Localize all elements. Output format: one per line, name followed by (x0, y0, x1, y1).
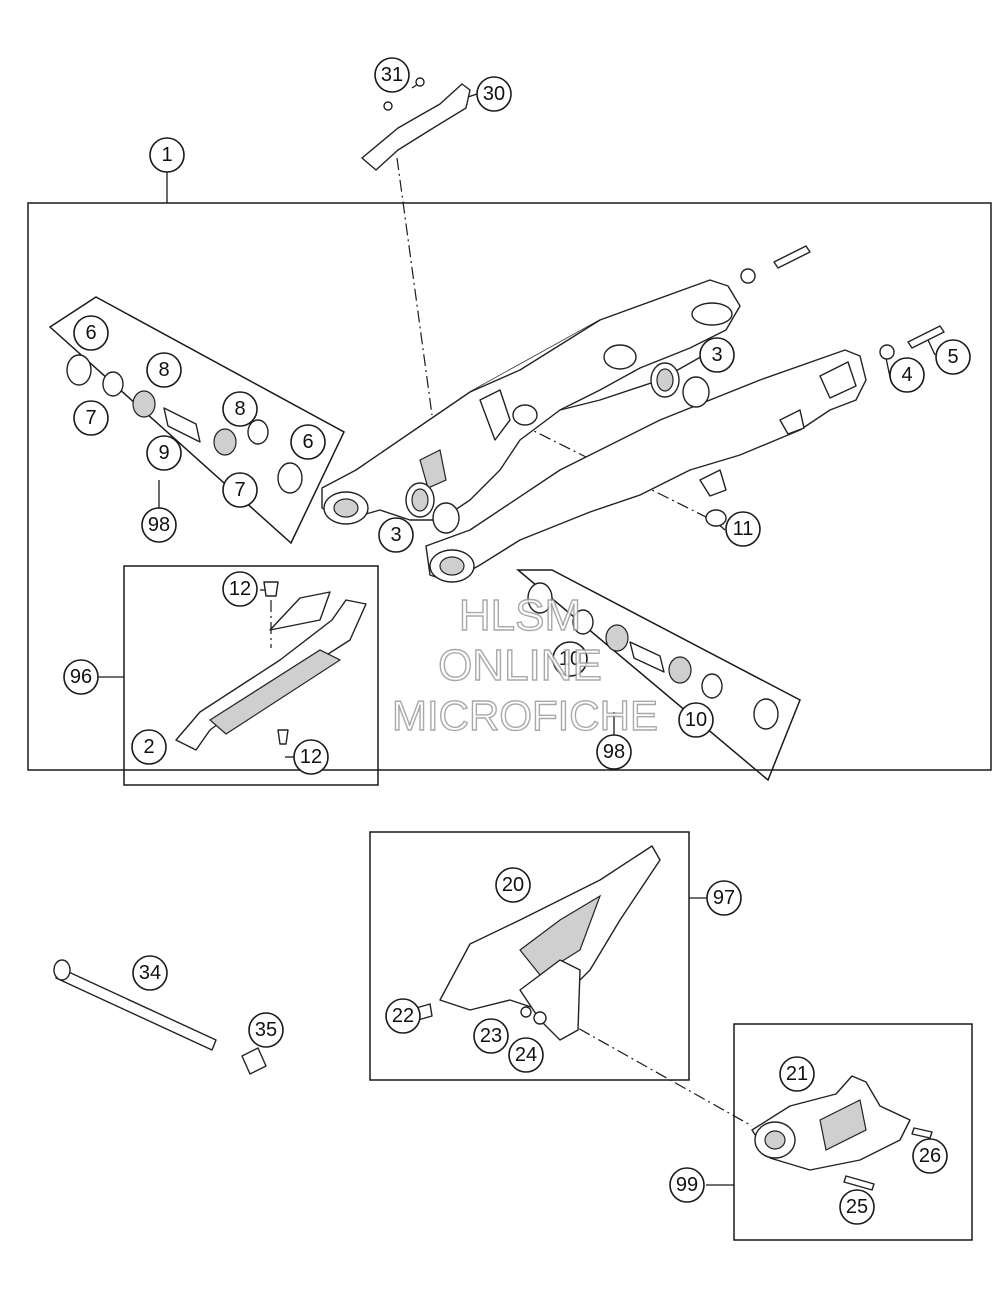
svg-text:34: 34 (139, 962, 161, 984)
svg-text:7: 7 (85, 407, 96, 429)
callout-96: 96 (63, 659, 99, 695)
svg-text:25: 25 (846, 1196, 868, 1218)
bearing-kit-right-parts (527, 582, 779, 730)
svg-text:ONLINE: ONLINE (438, 641, 602, 690)
svg-text:31: 31 (381, 64, 403, 86)
callout-2: 2 (131, 729, 167, 765)
svg-text:26: 26 (919, 1145, 941, 1167)
chain-guide-group-frame (733, 1023, 973, 1241)
callout-30: 30 (476, 76, 512, 112)
chain-guide-21 (751, 1075, 933, 1191)
svg-text:1: 1 (161, 144, 172, 166)
bearing-kit-left-parts (66, 354, 303, 494)
svg-text:96: 96 (70, 666, 92, 688)
svg-text:HLSM: HLSM (459, 591, 581, 640)
watermark: HLSM ONLINE MICROFICHE (391, 590, 658, 739)
chain-guard-20 (415, 845, 661, 1041)
callout-12-bottom: 12 (293, 739, 329, 775)
callout-5: 5 (935, 339, 971, 375)
svg-text:20: 20 (502, 874, 524, 896)
svg-text:24: 24 (515, 1044, 537, 1066)
chain-slider-group-frame (123, 565, 379, 786)
callout-35: 35 (248, 1012, 284, 1048)
svg-text:3: 3 (711, 344, 722, 366)
svg-text:99: 99 (676, 1174, 698, 1196)
callout-7-bottom: 7 (222, 472, 258, 508)
callout-98-right: 98 (596, 734, 632, 770)
callout-11: 11 (725, 511, 761, 547)
svg-text:9: 9 (158, 442, 169, 464)
assembly-axes (270, 157, 753, 1127)
svg-text:12: 12 (229, 578, 251, 600)
swingarm-group-frame (27, 202, 992, 771)
callout-99: 99 (669, 1167, 705, 1203)
callout-31: 31 (374, 57, 410, 93)
svg-text:3: 3 (390, 524, 401, 546)
callout-6-top: 6 (73, 315, 109, 351)
svg-text:12: 12 (300, 746, 322, 768)
callout-98-left: 98 (141, 507, 177, 543)
svg-text:8: 8 (234, 398, 245, 420)
callout-21: 21 (779, 1056, 815, 1092)
callout-8-top: 8 (146, 352, 182, 388)
callout-10-lower: 10 (678, 702, 714, 738)
chain-adjuster-bolts (740, 245, 945, 360)
callout-9: 9 (146, 435, 182, 471)
callout-12-top: 12 (222, 571, 258, 607)
callout-20: 20 (495, 867, 531, 903)
svg-text:2: 2 (143, 736, 154, 758)
callout-97: 97 (706, 880, 742, 916)
svg-text:98: 98 (148, 514, 170, 536)
bushing-11 (705, 509, 727, 527)
swingarm (321, 279, 867, 583)
svg-text:10: 10 (559, 648, 581, 670)
callout-3-lower: 3 (378, 517, 414, 553)
callout-23: 23 (473, 1018, 509, 1054)
svg-text:8: 8 (158, 359, 169, 381)
chain-guard-group-frame (369, 831, 690, 1081)
svg-text:35: 35 (255, 1019, 277, 1041)
callout-7-top: 7 (73, 400, 109, 436)
callout-26: 26 (912, 1138, 948, 1174)
bearing-kit-98-left-frame (48, 296, 345, 545)
svg-text:11: 11 (733, 518, 754, 540)
svg-text:6: 6 (85, 322, 96, 344)
callout-3-upper: 3 (699, 337, 735, 373)
svg-text:21: 21 (786, 1063, 808, 1085)
callout-25: 25 (839, 1189, 875, 1225)
callout-1: 1 (149, 137, 185, 173)
svg-text:22: 22 (392, 1005, 414, 1027)
svg-text:97: 97 (713, 887, 735, 909)
svg-text:7: 7 (234, 479, 245, 501)
chain-protection-30 (361, 77, 471, 171)
svg-text:23: 23 (480, 1025, 502, 1047)
svg-text:98: 98 (603, 741, 625, 763)
rear-axle-34 (53, 959, 267, 1075)
pivot-plugs (405, 362, 710, 534)
callout-10-upper: 10 (552, 641, 588, 677)
svg-text:30: 30 (483, 83, 505, 105)
callout-34: 34 (132, 955, 168, 991)
svg-text:10: 10 (685, 709, 707, 731)
svg-text:5: 5 (947, 346, 958, 368)
svg-text:MICROFICHE: MICROFICHE (392, 692, 658, 739)
callout-24: 24 (508, 1037, 544, 1073)
callout-22: 22 (385, 998, 421, 1034)
chain-slider-2 (175, 581, 367, 751)
callout-4: 4 (889, 357, 925, 393)
callout-8-bottom: 8 (222, 391, 258, 427)
svg-text:4: 4 (901, 364, 912, 386)
svg-text:6: 6 (302, 431, 313, 453)
callout-6-bottom: 6 (290, 424, 326, 460)
